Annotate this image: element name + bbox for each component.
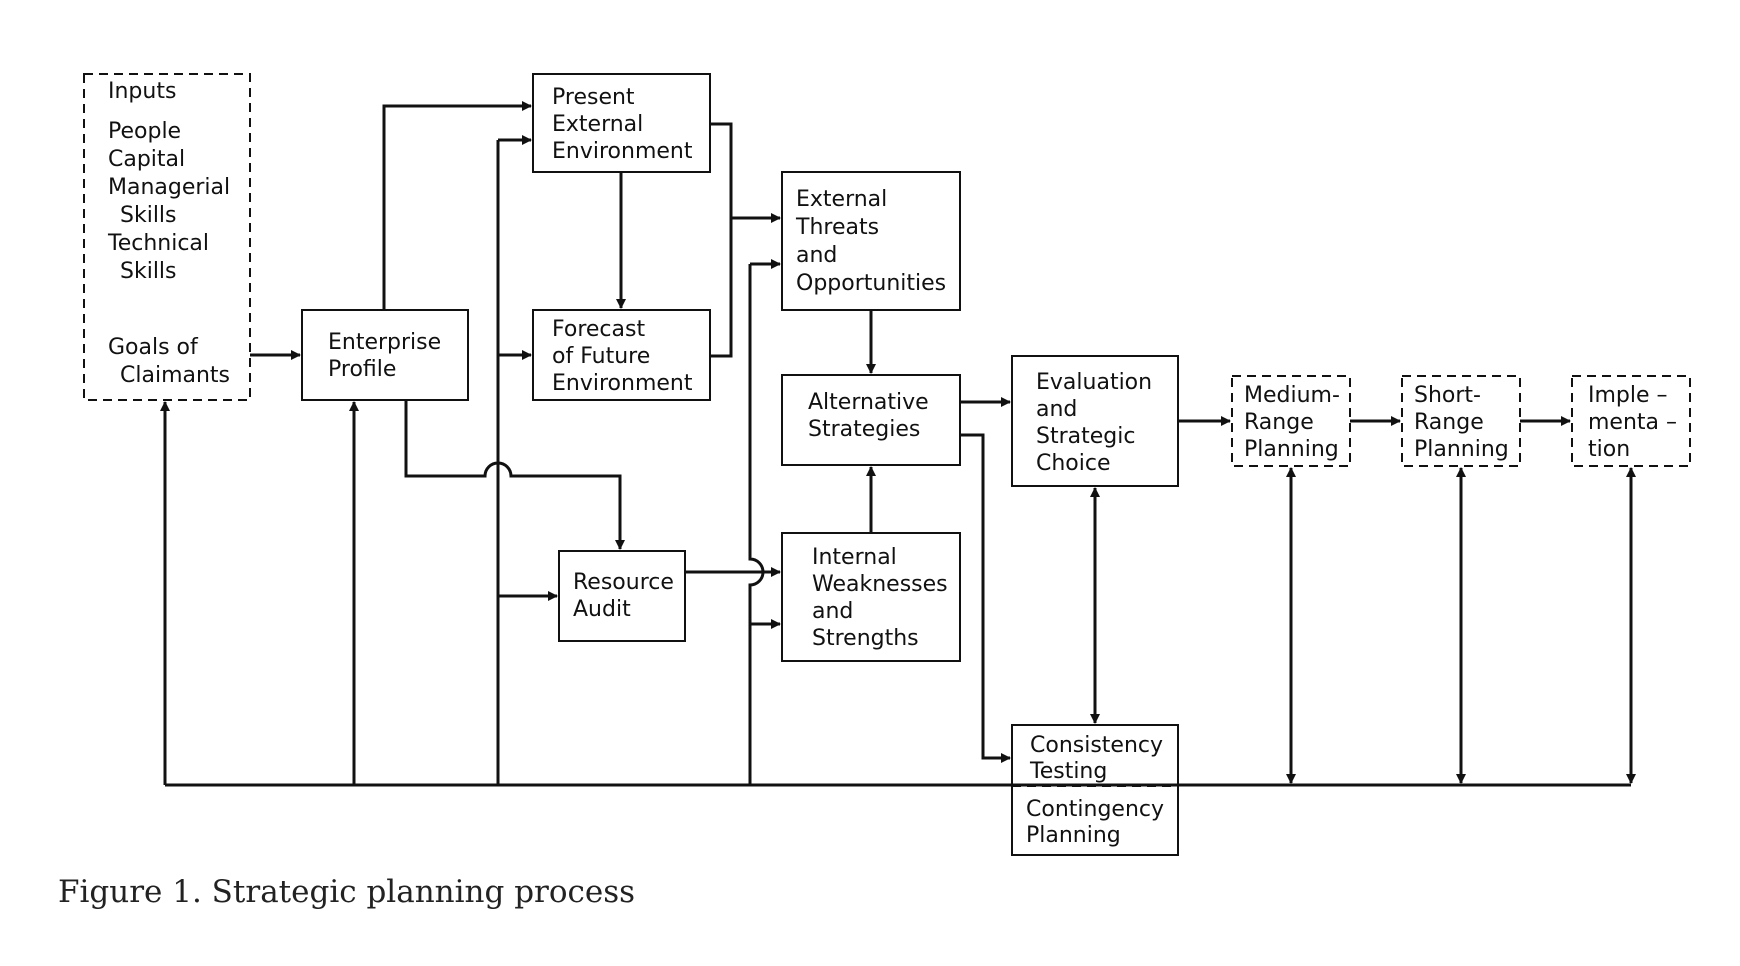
arrow-profile-to-resource-audit xyxy=(404,400,625,550)
inputs-box: Inputs People Capital Managerial Skills … xyxy=(83,73,251,401)
external-threats-line-4: Opportunities xyxy=(796,271,946,296)
enterprise-profile-line-1: Enterprise xyxy=(328,330,441,355)
evaluation-line-2: and xyxy=(1036,397,1077,422)
contingency-planning-line-2: Planning xyxy=(1026,823,1121,848)
line-present-to-threats xyxy=(710,122,733,358)
enterprise-profile-line-2: Profile xyxy=(328,357,396,382)
svg-text:Internal Weaknesses: Internal Weaknesses and Strengths xyxy=(812,545,955,651)
consistency-contingency-box: Consistency Testing Contingency Planning xyxy=(1011,724,1179,856)
svg-text:Forecast of Future: Forecast of Future Environment xyxy=(552,317,693,396)
alternative-strategies-line-1: Alternative xyxy=(808,390,929,415)
inputs-managerial: Managerial xyxy=(108,175,230,200)
present-external-environment-line-1: Present xyxy=(552,85,635,110)
implementation-box: Imple – menta – tion xyxy=(1571,375,1691,467)
implementation-line-3: tion xyxy=(1588,437,1630,462)
short-range-line-1: Short- xyxy=(1414,383,1481,408)
inputs-goals-of: Goals of xyxy=(108,335,199,360)
internal-weaknesses-line-4: Strengths xyxy=(812,626,919,651)
alternative-strategies-line-2: Strategies xyxy=(808,417,920,442)
resource-audit-line-1: Resource xyxy=(573,570,674,595)
present-external-environment-line-3: Environment xyxy=(552,139,693,164)
external-threats-line-3: and xyxy=(796,243,837,268)
inputs-managerial-skills: Skills xyxy=(120,203,177,228)
evaluation-strategic-choice-box: Evaluation and Strategic Choice xyxy=(1011,355,1179,487)
svg-text:Alternative Strategies: Alternative Strategies xyxy=(808,390,936,442)
external-threats-line-2: Threats xyxy=(795,215,879,240)
short-range-planning-box: Short- Range Planning xyxy=(1401,375,1521,467)
svg-text:Short- Range Plann: Short- Range Planning xyxy=(1414,383,1509,462)
medium-range-line-3: Planning xyxy=(1244,437,1339,462)
resource-audit-line-2: Audit xyxy=(573,597,631,622)
svg-text:Enterprise Profile: Enterprise Profile xyxy=(328,330,448,382)
resource-audit-box: Resource Audit xyxy=(558,550,686,642)
contingency-planning-line-1: Contingency xyxy=(1026,797,1164,822)
forecast-future-environment-box: Forecast of Future Environment xyxy=(532,309,711,401)
external-threats-line-1: External xyxy=(796,187,887,212)
figure-caption: Figure 1. Strategic planning process xyxy=(58,874,635,910)
forecast-future-environment-line-2: of Future xyxy=(552,344,650,369)
short-range-line-2: Range xyxy=(1414,410,1484,435)
arrow-profile-to-present-env xyxy=(382,101,532,310)
svg-text:Evaluation and Str: Evaluation and Strategic Choice xyxy=(1036,370,1159,476)
inputs-technical-skills: Skills xyxy=(120,259,177,284)
implementation-line-1: Imple – xyxy=(1588,383,1668,408)
external-threats-opportunities-box: External Threats and Opportunities xyxy=(781,171,961,311)
medium-range-planning-box: Medium- Range Planning xyxy=(1231,375,1351,467)
alternative-strategies-box: Alternative Strategies xyxy=(781,374,961,466)
svg-text:Consistency Testing: Consistency Testing Contingency Planning xyxy=(1026,733,1171,848)
internal-weaknesses-line-3: and xyxy=(812,599,853,624)
inputs-technical: Technical xyxy=(107,231,209,256)
internal-weaknesses-line-2: Weaknesses xyxy=(812,572,948,597)
inputs-people: People xyxy=(108,119,181,144)
svg-text:Medium- Range Plan: Medium- Range Planning xyxy=(1244,383,1347,462)
consistency-testing-line-1: Consistency xyxy=(1030,733,1163,758)
svg-text:Resource Audit: Resource Audit xyxy=(573,570,681,622)
evaluation-line-4: Choice xyxy=(1036,451,1111,476)
connectors xyxy=(160,101,1636,787)
svg-text:Imple – menta – ti: Imple – menta – tion xyxy=(1588,383,1684,462)
svg-text:Present External E: Present External Environment xyxy=(552,85,693,164)
implementation-line-2: menta – xyxy=(1588,410,1677,435)
internal-weaknesses-strengths-box: Internal Weaknesses and Strengths xyxy=(781,532,961,662)
forecast-future-environment-line-3: Environment xyxy=(552,371,693,396)
inputs-claimants: Claimants xyxy=(120,363,230,388)
medium-range-line-2: Range xyxy=(1244,410,1314,435)
present-external-environment-line-2: External xyxy=(552,112,643,137)
forecast-future-environment-line-1: Forecast xyxy=(552,317,645,342)
consistency-testing-line-2: Testing xyxy=(1029,759,1107,784)
svg-text:Inputs People Capi: Inputs People Capital Managerial Skills … xyxy=(107,79,237,388)
arrow-alternatives-to-consistency xyxy=(960,433,1011,763)
medium-range-line-1: Medium- xyxy=(1244,383,1340,408)
svg-text:External Threats a: External Threats and Opportunities xyxy=(795,187,946,296)
inputs-label: Inputs xyxy=(108,79,176,104)
internal-weaknesses-line-1: Internal xyxy=(812,545,897,570)
short-range-line-3: Planning xyxy=(1414,437,1509,462)
evaluation-line-1: Evaluation xyxy=(1036,370,1152,395)
present-external-environment-box: Present External Environment xyxy=(532,73,711,173)
bus-middle-vertical xyxy=(748,264,765,785)
enterprise-profile-box: Enterprise Profile xyxy=(301,309,469,401)
inputs-capital: Capital xyxy=(108,147,185,172)
evaluation-line-3: Strategic xyxy=(1036,424,1135,449)
